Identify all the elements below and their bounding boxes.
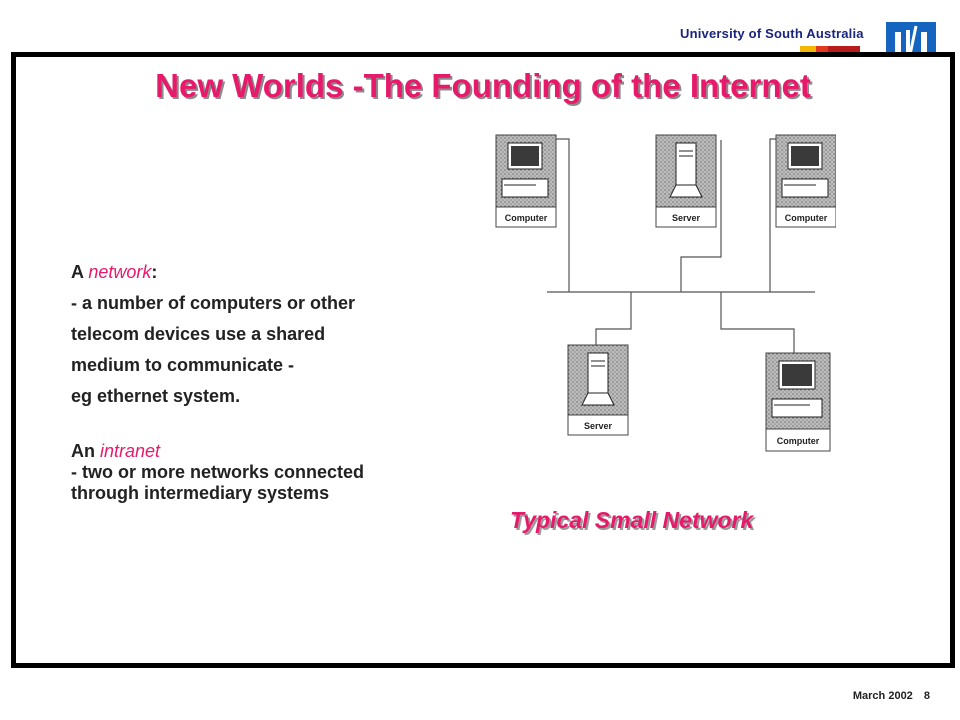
intranet-prefix: An (71, 441, 100, 461)
header-stripe-red (828, 46, 860, 56)
footer-date: March 2002 (852, 690, 913, 702)
intranet-definition: An intranet - two or more networks conne… (71, 441, 451, 504)
network-line-1: - a number of computers or other (71, 293, 356, 313)
slide-title: New Worlds -The Founding of the Internet (155, 67, 811, 104)
intranet-term-line: An intranet (71, 441, 451, 462)
network-diagram: Computer Server Computer (495, 134, 836, 452)
header-stripe-yellow (800, 46, 816, 56)
header-stripe-orange (816, 46, 828, 56)
link-server-2 (595, 292, 632, 347)
intranet-term: intranet (100, 441, 161, 461)
node-label-4: Server (584, 421, 613, 431)
network-line-4: eg ethernet system. (71, 386, 241, 406)
network-line-2: telecom devices use a shared (71, 324, 326, 344)
intranet-line-1: - two or more networks connected (71, 462, 365, 482)
university-name: University of South Australia (680, 26, 864, 41)
node-label-2: Server (672, 213, 701, 223)
link-server-1 (680, 140, 722, 292)
computer-node-2: Computer (775, 134, 836, 228)
network-term-line: A network: (71, 257, 451, 288)
slide-frame: New Worlds -The Founding of the Internet… (11, 52, 955, 668)
node-label-5: Computer (777, 436, 820, 446)
network-prefix: A (71, 262, 89, 282)
slide-footer: March 2002 8 (853, 690, 930, 702)
diagram-caption: Typical Small Network (510, 507, 754, 533)
server-node-1: Server (655, 134, 717, 228)
footer-page-number: 8 (923, 690, 930, 702)
network-term: network (88, 262, 152, 282)
network-line-3: medium to communicate - (71, 355, 295, 375)
link-computer-3 (720, 292, 795, 355)
computer-node-3: Computer (765, 352, 831, 452)
network-definition: A network: - a number of computers or ot… (71, 257, 451, 412)
network-suffix: : (151, 262, 158, 282)
computer-node-1: Computer (495, 134, 557, 228)
intranet-line-2: through intermediary systems (71, 483, 330, 503)
node-label-1: Computer (505, 213, 548, 223)
server-node-2: Server (567, 344, 629, 436)
node-label-3: Computer (785, 213, 828, 223)
